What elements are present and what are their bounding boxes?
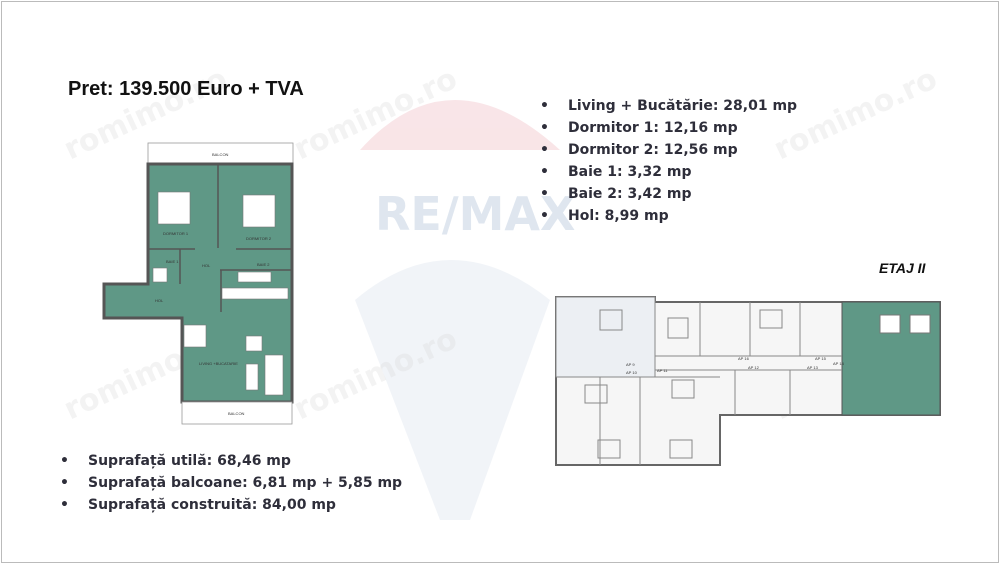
label-balcony-bottom: BALCON — [228, 411, 245, 416]
building-apartment-labels: AP 9 AP 10 AP 11 AP 12 AP 13 AP 14 AP 15… — [626, 356, 845, 375]
kitchen-counter-icon — [221, 287, 289, 300]
label-bedroom1: DORMITOR 1 — [163, 231, 189, 236]
shower-icon — [152, 267, 168, 283]
label-bath2: BAIE 2 — [257, 262, 270, 267]
list-item: Suprafață balcoane: 6,81 mp + 5,85 mp — [60, 472, 402, 494]
sofa-icon — [264, 354, 284, 396]
label-ap12: AP 12 — [748, 365, 760, 370]
label-hall-left: HOL — [155, 298, 164, 303]
bed-icon — [242, 194, 276, 228]
label-bath1: BAIE 1 — [166, 259, 179, 264]
label-ap10: AP 10 — [626, 370, 638, 375]
list-item: Suprafață construită: 84,00 mp — [60, 494, 402, 516]
room-areas-list: Living + Bucătărie: 28,01 mp Dormitor 1:… — [540, 95, 797, 227]
list-item: Dormitor 2: 12,56 mp — [540, 139, 797, 161]
list-item: Living + Bucătărie: 28,01 mp — [540, 95, 797, 117]
price-heading: Pret: 139.500 Euro + TVA — [68, 78, 304, 100]
label-balcony-top: BALCON — [212, 152, 229, 157]
label-bedroom2: DORMITOR 2 — [246, 236, 272, 241]
total-areas-list: Suprafață utilă: 68,46 mp Suprafață balc… — [60, 450, 402, 516]
label-ap13: AP 13 — [807, 365, 819, 370]
balloon-bottom — [355, 260, 550, 520]
armchair-icon — [245, 335, 263, 352]
list-item: Baie 2: 3,42 mp — [540, 183, 797, 205]
balcony-bottom — [181, 401, 293, 425]
list-item: Hol: 8,99 mp — [540, 205, 797, 227]
building-floor-plan — [555, 296, 941, 466]
label-ap14: AP 14 — [833, 361, 845, 366]
bathtub-icon — [237, 271, 272, 283]
label-living: LIVING +BUCATARIE — [199, 361, 238, 366]
coffee-table-icon — [245, 363, 259, 391]
dining-table-icon — [183, 324, 207, 348]
bed-icon — [157, 191, 191, 225]
list-item: Baie 1: 3,32 mp — [540, 161, 797, 183]
interior-walls — [149, 165, 291, 312]
list-item: Dormitor 1: 12,16 mp — [540, 117, 797, 139]
apartment-floor-plan: BALCON DORMITOR 1 DORMITOR 2 BAIE 1 BAIE… — [102, 142, 294, 425]
label-ap11: AP 11 — [657, 368, 668, 373]
list-item: Suprafață utilă: 68,46 mp — [60, 450, 402, 472]
label-ap16: AP 16 — [738, 356, 750, 361]
balloon-top — [360, 100, 560, 150]
label-hall-center: HOL — [202, 263, 211, 268]
label-ap9: AP 9 — [626, 362, 635, 367]
label-ap15: AP 15 — [815, 356, 827, 361]
floor-label: ETAJ II — [879, 260, 926, 276]
